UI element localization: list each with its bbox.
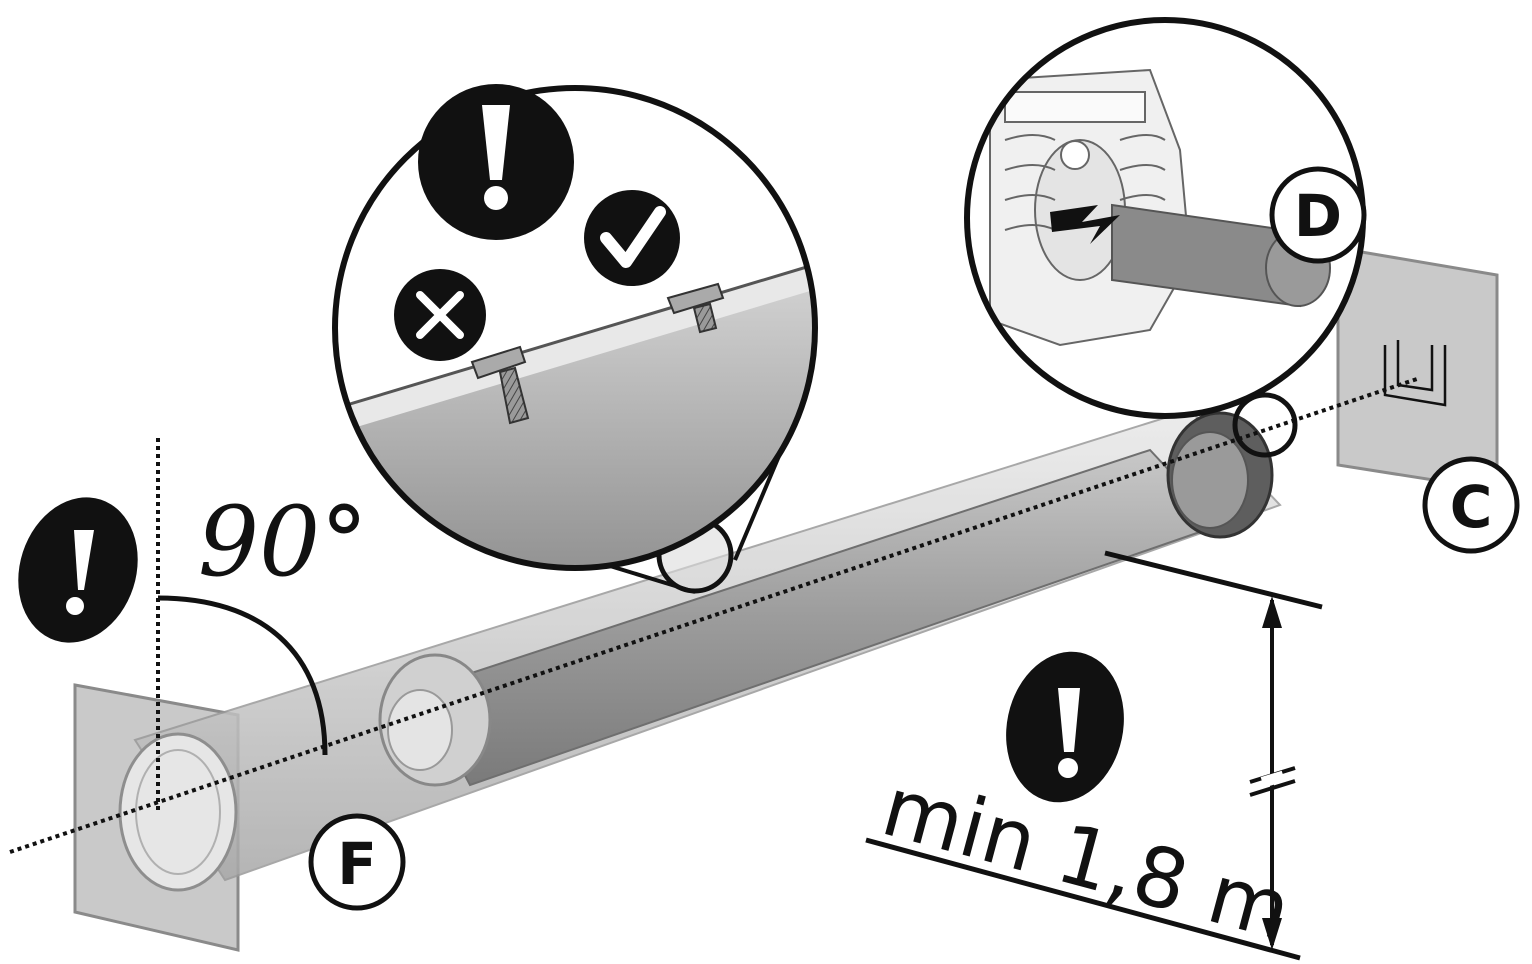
- right-bracket: [1336, 246, 1499, 492]
- long-screw-incorrect: [470, 345, 530, 425]
- cross-icon: [394, 269, 486, 361]
- exclamation-icon: [418, 84, 574, 240]
- angle-arc: [157, 595, 328, 756]
- svg-text:F: F: [337, 830, 377, 898]
- warning-icon-height: [1006, 651, 1124, 803]
- angle-label: 90°: [198, 486, 368, 598]
- zoom-source-circle-right: [1232, 392, 1298, 458]
- checkmark-icon: [584, 190, 680, 286]
- svg-text:D: D: [1294, 182, 1342, 250]
- label-c: C: [1422, 456, 1520, 554]
- short-screw-correct: [666, 282, 725, 334]
- bracket-clip-icon: [1383, 340, 1447, 407]
- warning-icon: [18, 497, 138, 643]
- label-f: F: [308, 813, 406, 911]
- svg-text:C: C: [1450, 473, 1493, 541]
- insert-arrow: [1050, 205, 1120, 244]
- label-d: D: [1269, 166, 1367, 264]
- screw-detail-zoom: [332, 84, 818, 571]
- height-dimension: [865, 550, 1323, 961]
